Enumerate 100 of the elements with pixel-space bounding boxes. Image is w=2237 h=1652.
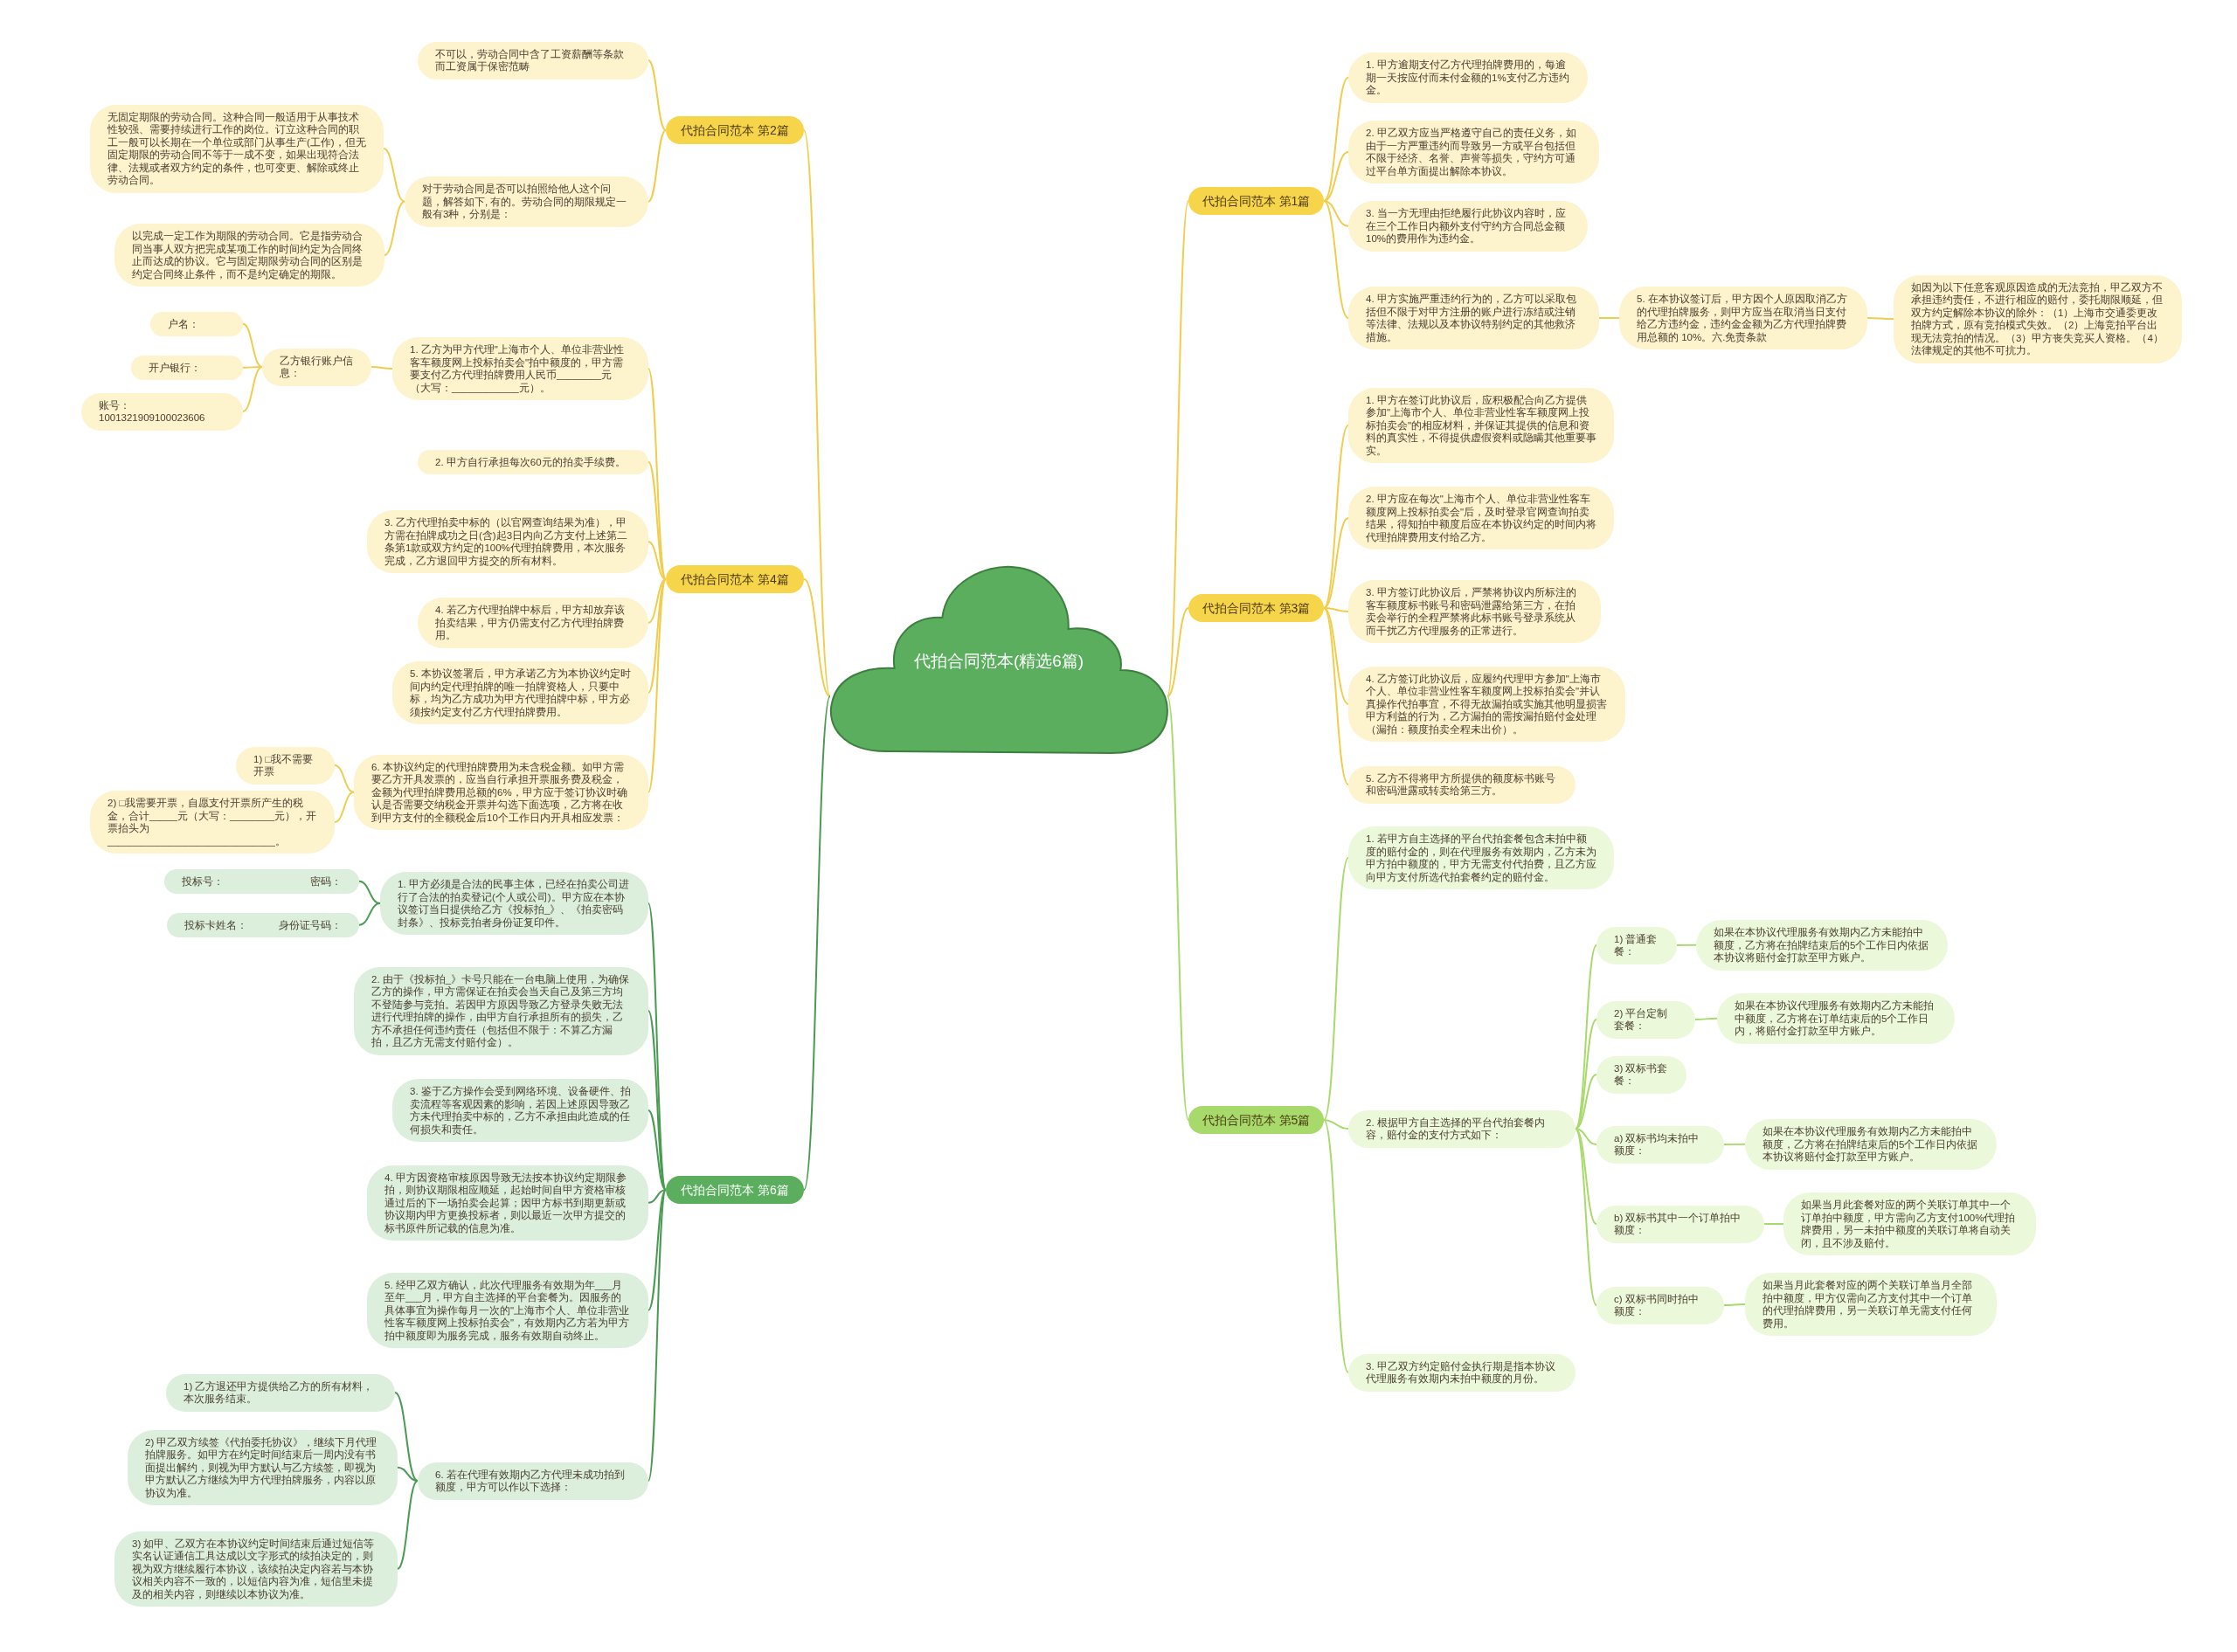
note-box: 1. 甲方必须是合法的民事主体，已经在拍卖公司进行了合法的拍卖登记(个人或公司)。甲方应在本协议签订当日提供给乙方《投标拍_》、《拍卖密码封条》、投标竞拍者身份证复印件。 xyxy=(380,872,648,935)
connector-line xyxy=(1575,1128,1597,1306)
note-box: 对于劳动合同是否可以拍照给他人这个问题，解答如下, 有的。劳动合同的期限规定一般有3种，分别是： xyxy=(405,176,648,227)
connector-line xyxy=(1323,607,1349,612)
note-box: 3) 双标书套餐： xyxy=(1596,1055,1686,1094)
topic-box: 代拍合同范本 第2篇 xyxy=(666,116,804,144)
connector-line xyxy=(358,902,381,926)
note-box: 5. 经甲乙双方确认，此次代理服务有效期为年___月至年___月，甲方自主选择的平台套餐为。因服务的具体事宜为操作每月一次的"上海市个人、单位非营业性客车额度网上投标拍卖会"，有效期内乙方若为甲方拍中额度即为服务完成，服务有效期自动终止。 xyxy=(367,1272,648,1348)
connector-line xyxy=(383,148,405,203)
connector-line xyxy=(1694,1017,1718,1020)
connector-line xyxy=(648,578,667,624)
connector-line xyxy=(242,366,263,412)
note-box: 6. 本协议约定的代理拍牌费用为未含税金额。如甲方需要乙方开具发票的，应当自行承担开票服务费及税金，金额为代理拍牌费用总额的6%，甲方应于签订协议时确认是否需要交纳税金开票并勾选下面选项，乙方将在收到甲方支付的全额税金后10个工作日内开具相应发票： xyxy=(354,754,648,830)
topic-box: 代拍合同范本 第5篇 xyxy=(1188,1106,1324,1134)
connector-line xyxy=(648,460,667,580)
note-box: 1. 乙方为甲方代理"上海市个人、单位非营业性客车额度网上投标拍卖会"拍中额度的，甲方需要支付乙方代理拍牌费用人民币________元（大写：____________元）。 xyxy=(392,337,648,400)
note-box: 3. 当一方无理由拒绝履行此协议内容时，应在三个工作日内额外支付守约方合同总金额10%的费用作为违约金。 xyxy=(1348,201,1588,252)
connector-line xyxy=(1598,317,1620,319)
connector-line xyxy=(1575,1128,1597,1225)
field-label: 投标卡姓名： xyxy=(184,918,247,931)
connector-line xyxy=(371,366,393,370)
field-label: 投标号： xyxy=(182,874,224,888)
connector-line xyxy=(358,880,381,904)
note-box: 开户银行： xyxy=(131,355,243,380)
note-box: 1) □我不需要开票 xyxy=(236,746,335,785)
connector-line xyxy=(1323,1119,1349,1130)
note-box: 5. 乙方不得将甲方所提供的额度标书账号和密码泄露或转卖给第三方。 xyxy=(1348,765,1576,804)
topic-box: 代拍合同范本 第1篇 xyxy=(1188,187,1324,215)
note-box: 4. 甲方因资格审核原因导致无法按本协议约定期限参拍，则协议期限相应顺延，起始时间自甲方资格审核通过后的下一场拍卖会起算；因甲方标书到期更新或协议期内甲方更换投标者，则以最近一次甲方提交的标书原件所记载的信息为准。 xyxy=(367,1165,648,1241)
connector-line xyxy=(242,322,263,368)
note-box: 1. 甲方在签订此协议后，应积极配合向乙方提供参加"上海市个人、单位非营业性客车额度网上投标拍卖会"的相应材料，并保证其提供的信息和资料的真实性，不得提供虚假资料或隐瞒其他重要事实。 xyxy=(1348,387,1614,463)
connector-line xyxy=(1763,1223,1784,1225)
note-box: 3) 如甲、乙双方在本协议约定时间结束后通过短信等实名认证通信工具达成以文字形式的续拍决定的，则视为双方继续履行本协议，该续拍决定内容若与本协议相关内容不一致的，以短信内容为准，短信里未提及的相关内容，则继续以本协议为准。 xyxy=(114,1531,398,1607)
connector-line xyxy=(1167,200,1189,697)
note-box: a) 双标书均未拍中额度： xyxy=(1596,1125,1724,1164)
note-box: 3. 甲乙双方约定赔付金执行期是指本协议代理服务有效期内未拍中额度的月份。 xyxy=(1348,1353,1576,1392)
connector-line xyxy=(1723,1143,1746,1145)
note-box: 不可以，劳动合同中含了工资薪酬等条款而工资属于保密范畴 xyxy=(418,41,648,79)
note-box: 2. 甲乙双方应当严格遵守自己的责任义务，如由于一方严重违约而导致另一方或平台包括但不限于经济、名誉、声誉等损失，守约方可通过平台单方面提出解除本协议。 xyxy=(1348,121,1599,183)
note-box: 户名： xyxy=(150,311,243,336)
connector-line xyxy=(397,1466,419,1482)
note-box: 2. 由于《投标拍_》卡号只能在一台电脑上使用，为确保乙方的操作，甲方需保证在拍卖会当天自己及第三方均不登陆参与竞拍。若因甲方原因导致乙方登录失败无法进行代理拍牌的操作，由甲方自行承担所有的损失，乙方不承担任何违约责任（包括但不限于：不算乙方漏拍，且乙方无需支付赔付金）。 xyxy=(354,966,648,1055)
connector-line xyxy=(648,1109,667,1191)
connector-line xyxy=(803,129,831,697)
connector-line xyxy=(394,1392,419,1482)
note-box: 3. 鉴于乙方操作会受到网络环境、设备硬件、拍卖流程等客观因素的影响，若因上述原因导致乙方未代理拍卖中标的，乙方不承担由此造成的任何损失和责任。 xyxy=(392,1079,648,1142)
note-box: 5. 本协议签署后，甲方承诺乙方为本协议约定时间内约定代理拍牌的唯一拍牌资格人，只要中标，均为乙方成功为甲方代理拍牌中标，甲方必须按约定支付乙方代理拍牌费用。 xyxy=(392,661,648,724)
note-box: 如果当月此套餐对应的两个关联订单当月全部拍中额度，甲方仅需向乙方支付其中一个订单的代理拍牌费用，另一关联订单无需支付任何费用。 xyxy=(1745,1273,1997,1336)
note-box: 3. 乙方代理拍卖中标的（以官网查询结果为准），甲方需在拍牌成功之日(含)起3日内向乙方支付上述第二条第1款或双方约定的100%代理拍牌费用，本次服务完成，乙方退回甲方提交的所有材料。 xyxy=(367,510,648,573)
note-box: 乙方银行账户信息： xyxy=(262,348,371,386)
topic-box: 代拍合同范本 第3篇 xyxy=(1188,594,1324,622)
connector-line xyxy=(1723,1303,1746,1306)
note-box: 无固定期限的劳动合同。这种合同一般适用于从事技术性较强、需要持续进行工作的岗位。订立这种合同的职工一般可以长期在一个单位或部门从事生产(工作)，但无固定期限的劳动合同不等于一成不变，如果出现符合法律、法规或者双方约定的条件，也可变更、解除或终止劳动合同。 xyxy=(90,104,384,193)
topic-box: 代拍合同范本 第6篇 xyxy=(666,1176,804,1204)
note-box: 2. 甲方应在每次"上海市个人、单位非营业性客车额度网上投标拍卖会"后，及时登录官网查询拍卖结果，得知拍中额度后应在本协议约定的时间内将代理拍牌费用支付给乙方。 xyxy=(1348,487,1614,550)
connector-line xyxy=(1323,607,1349,785)
connector-line xyxy=(334,791,355,823)
connector-line xyxy=(1323,151,1349,202)
connector-line xyxy=(1323,607,1349,705)
connector-line xyxy=(648,1189,667,1311)
note-box: 如果在本协议代理服务有效期内乙方未能拍中额度，乙方将在拍牌结束后的5个工作日内依据本协议将赔付金打款至甲方账户。 xyxy=(1745,1119,1997,1170)
note-box: 4. 乙方签订此协议后，应履约代理甲方参加"上海市个人、单位非营业性客车额度网上投标拍卖会"并认真操作代拍事宜，不得无故漏拍或实施其他明显损害甲方利益的行为，乙方漏拍的需按漏拍赔付金处理（漏拍：额度拍卖全程未出价）。 xyxy=(1348,666,1625,742)
note-box: 账号：1001321909100023606 xyxy=(81,392,243,431)
connector-line xyxy=(1575,944,1597,1130)
connector-line xyxy=(1323,1119,1349,1373)
connector-line xyxy=(1167,695,1189,1121)
note-box: 2) 甲乙双方续签《代拍委托协议》，继续下月代理拍牌服务。如甲方在约定时间结束后一周内没有书面提出解约，则视为甲方默认与乙方续签，即视为甲方默认乙方继续为甲方代理拍牌服务，内容以原协议为准。 xyxy=(128,1429,398,1505)
connector-line xyxy=(803,695,831,1191)
connector-line xyxy=(648,59,667,131)
connector-line xyxy=(1323,76,1349,202)
connector-line xyxy=(648,541,667,580)
note-box: 5. 在本协议签订后，甲方因个人原因取消乙方的代理拍牌服务，则甲方应当在取消当日支付给乙方违约金，违约金金额为乙方代理拍牌费用总额的 10%。六.免责条款 xyxy=(1619,287,1867,349)
note-box: 1) 乙方退还甲方提供给乙方的所有材料，本次服务结束。 xyxy=(166,1373,395,1412)
connector-line xyxy=(1167,607,1189,697)
note-box: 2) 平台定制套餐： xyxy=(1596,1000,1695,1039)
connector-line xyxy=(648,129,667,203)
note-box: 1. 甲方逾期支付乙方代理拍牌费用的，每逾期一天按应付而未付金额的1%支付乙方违约金。 xyxy=(1348,52,1588,103)
connector-line xyxy=(384,200,405,256)
connector-line xyxy=(1575,1074,1597,1130)
note-box xyxy=(167,912,359,937)
note-box: 2. 甲方自行承担每次60元的拍卖手续费。 xyxy=(418,449,648,474)
note-box: 2) □我需要开票，自愿支付开票所产生的税金，合计_____元（大写：________元），开票抬头为______________________________。 xyxy=(90,791,335,854)
note-box: 3. 甲方签订此协议后，严禁将协议内所标注的客车额度标书账号和密码泄露给第三方，在拍卖会举行的全程严禁将此标书账号登录系统从而干扰乙方代理服务的正常进行。 xyxy=(1348,580,1601,643)
note-box: 如因为以下任意客观原因造成的无法竞拍，甲乙双方不承担违约责任，不进行相应的赔付，委托期限顺延，但双方约定解除本协议的除外：（1）上海市交通委更改拍牌方式，原有竞拍模式失效。（2）上海竞拍平台出现无法竞拍的情况。（3）甲方丧失竞买人资格。（4）法律规定的其他不可抗力。 xyxy=(1894,274,2182,363)
connector-line xyxy=(1323,200,1349,227)
note-box: 1. 若甲方自主选择的平台代拍套餐包含未拍中额度的赔付金的，则在代理服务有效期内，乙方未为甲方拍中额度的，甲方无需支付代拍费，且乙方应向甲方支付所选代拍套餐约定的赔付金。 xyxy=(1348,826,1614,889)
note-box: 6. 若在代理有效期内乙方代理未成功拍到额度，甲方可以作以下选择： xyxy=(418,1462,648,1500)
connector-line xyxy=(397,1480,419,1570)
connector-line xyxy=(1866,317,1894,320)
topic-box: 代拍合同范本 第4篇 xyxy=(666,565,804,593)
connector-line xyxy=(1323,517,1349,609)
connector-line xyxy=(648,1189,667,1204)
note-box: 如果在本协议代理服务有效期内乙方未能拍中额度，乙方将在拍牌结束后的5个工作日内依据本协议将赔付金打款至甲方账户。 xyxy=(1696,920,1948,971)
connector-line xyxy=(1323,857,1349,1121)
connector-line xyxy=(648,578,667,694)
connector-line xyxy=(1575,1128,1597,1145)
connector-line xyxy=(648,1189,667,1482)
note-box: 如果在本协议代理服务有效期内乙方未能拍中额度，乙方将在订单结束后的5个工作日内，将赔付金打款至甲方账户。 xyxy=(1717,993,1955,1044)
note-box: 4. 甲方实施严重违约行为的，乙方可以采取包括但不限于对甲方注册的账户进行冻结或注销等法律、法规以及本协议特别约定的其他救济措施。 xyxy=(1348,287,1599,349)
connector-line xyxy=(1676,944,1697,946)
